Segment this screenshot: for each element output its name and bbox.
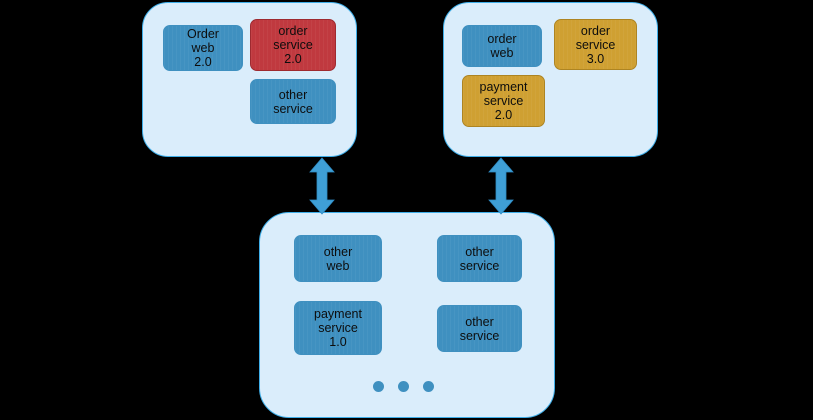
ellipsis-dot (373, 381, 384, 392)
ellipsis-dot (398, 381, 409, 392)
service-line: 1.0 (329, 335, 347, 349)
service-line: 2.0 (494, 108, 513, 122)
service-line: other (465, 244, 494, 259)
service-line: service (459, 258, 500, 273)
service-line: other (278, 87, 308, 102)
service-box-payment-service-2-0[interactable]: payment service 2.0 (462, 75, 545, 127)
service-line: order (278, 24, 308, 38)
service-line: 2.0 (284, 52, 302, 66)
group-bottom-panel[interactable]: other web other service payment service … (259, 212, 555, 418)
service-line: service (483, 94, 524, 108)
service-line: service (318, 321, 358, 335)
service-line: payment (314, 307, 362, 321)
service-box-order-service-2-0[interactable]: order service 2.0 (250, 19, 336, 71)
service-line: Order (187, 27, 219, 41)
connector-left-arrow[interactable] (308, 157, 336, 215)
service-box-other-web[interactable]: other web (294, 235, 382, 282)
service-line: order (580, 23, 611, 38)
double-arrow-icon (488, 157, 514, 215)
service-line: service (273, 38, 313, 52)
service-line: web (490, 46, 514, 60)
service-line: 2.0 (194, 55, 212, 69)
ellipsis-dots (373, 381, 434, 392)
service-line: order (487, 32, 517, 46)
group-top-left-panel[interactable]: Order web 2.0 order service 2.0 other se… (142, 2, 357, 157)
group-top-right-panel[interactable]: order web order service 3.0 payment serv… (443, 2, 658, 157)
service-box-other-service-b[interactable]: other service (437, 235, 522, 282)
service-box-order-web-2-0[interactable]: Order web 2.0 (163, 25, 243, 71)
double-arrow-icon (309, 157, 335, 215)
service-line: web (191, 41, 215, 55)
service-box-payment-service-1-0[interactable]: payment service 1.0 (294, 301, 382, 355)
service-line: service (575, 37, 616, 52)
ellipsis-dot (423, 381, 434, 392)
connector-right-arrow[interactable] (487, 157, 515, 215)
service-line: web (326, 258, 350, 273)
service-line: payment (479, 80, 528, 94)
service-line: service (273, 101, 313, 116)
service-box-order-web[interactable]: order web (462, 25, 542, 67)
service-box-other-service-a[interactable]: other service (250, 79, 336, 124)
service-line: other (323, 244, 353, 259)
service-box-order-service-3-0[interactable]: order service 3.0 (554, 19, 637, 70)
service-line: service (459, 328, 500, 343)
service-box-other-service-c[interactable]: other service (437, 305, 522, 352)
service-line: 3.0 (586, 51, 605, 66)
service-line: other (465, 314, 494, 329)
